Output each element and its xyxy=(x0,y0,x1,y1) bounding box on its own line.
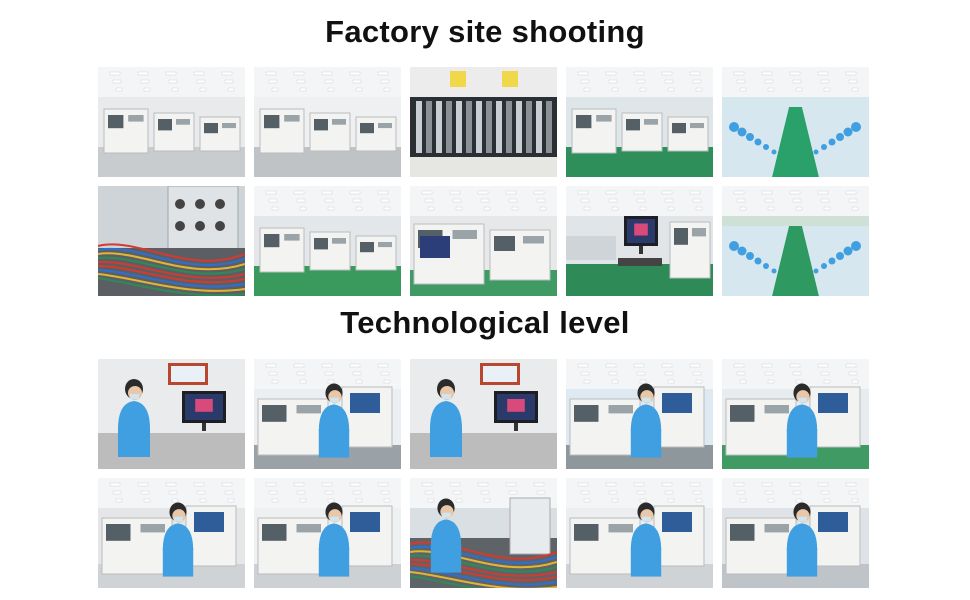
photo-image xyxy=(98,478,245,588)
photo-pick-and-place-feeders xyxy=(410,67,557,177)
photo-long-production-line xyxy=(722,186,869,296)
photo-image xyxy=(254,359,401,469)
photo-reflow-oven-hall xyxy=(254,186,401,296)
photo-image xyxy=(566,186,713,296)
factory-photo-grid xyxy=(98,67,870,296)
photo-image xyxy=(254,67,401,177)
photo-image xyxy=(566,67,713,177)
photo-technician-reflow-line xyxy=(254,478,401,588)
photo-technician-inspecting-board xyxy=(254,359,401,469)
photo-image xyxy=(722,186,869,296)
photo-image xyxy=(566,359,713,469)
photo-image xyxy=(254,478,401,588)
photo-image xyxy=(410,67,557,177)
photo-image xyxy=(722,359,869,469)
photo-technician-at-monitor xyxy=(98,359,245,469)
photo-image xyxy=(98,186,245,296)
photo-image xyxy=(410,359,557,469)
photo-image xyxy=(98,67,245,177)
photo-white-machines-hall xyxy=(254,67,401,177)
photo-smt-line-ceiling-lights xyxy=(98,67,245,177)
photo-image xyxy=(98,359,245,469)
photo-technician-checking-oven xyxy=(566,478,713,588)
photo-smt-machine-closeup xyxy=(410,186,557,296)
photo-technician-with-tablet xyxy=(98,478,245,588)
photo-technician-testing-device xyxy=(566,359,713,469)
photo-image xyxy=(410,478,557,588)
photo-image xyxy=(254,186,401,296)
photo-assembly-line-workers xyxy=(722,67,869,177)
photo-technician-operating-machine xyxy=(722,359,869,469)
photo-image xyxy=(722,67,869,177)
section-title-factory: Factory site shooting xyxy=(325,14,645,49)
photo-inspection-station xyxy=(566,186,713,296)
photo-green-floor-workshop xyxy=(566,67,713,177)
technology-photo-grid xyxy=(98,359,870,588)
section-title-technology: Technological level xyxy=(340,305,630,340)
photo-technician-at-monitor-2 xyxy=(410,359,557,469)
photo-technician-at-control-panel xyxy=(722,478,869,588)
photo-technician-wiring-cables xyxy=(410,478,557,588)
photo-image xyxy=(566,478,713,588)
photo-image xyxy=(410,186,557,296)
photo-wiring-test-rack xyxy=(98,186,245,296)
photo-image xyxy=(722,478,869,588)
